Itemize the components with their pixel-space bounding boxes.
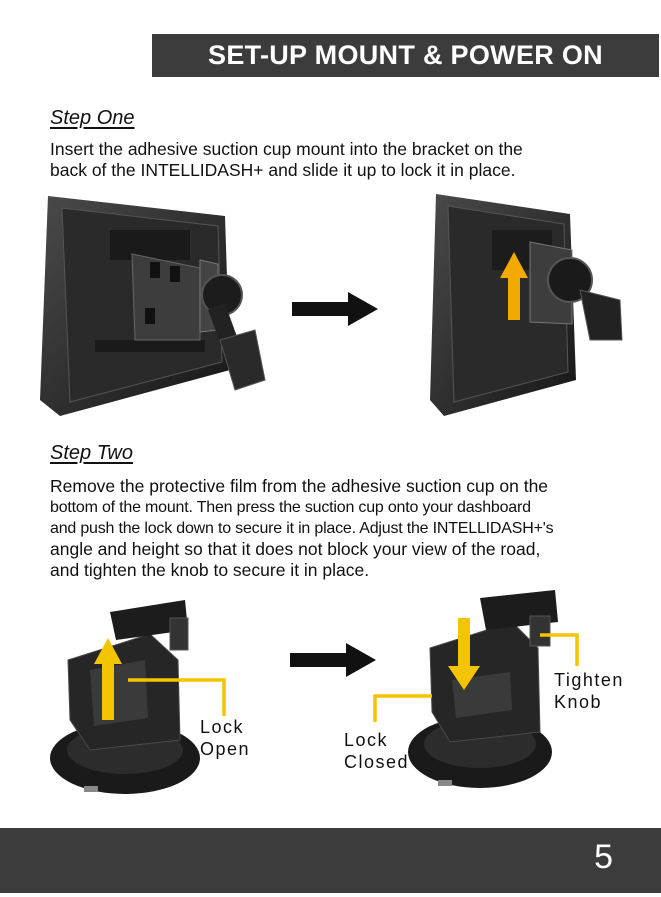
mount-lock-closed-image bbox=[408, 590, 558, 788]
step-two-line: and push the lock down to secure it in p… bbox=[50, 520, 554, 537]
right-arrow-icon bbox=[290, 643, 376, 677]
right-arrow-icon bbox=[292, 292, 378, 326]
mount-lock-open-image bbox=[50, 600, 200, 794]
step-two-line: Remove the protective film from the adhe… bbox=[50, 476, 549, 496]
step-two-text: Remove the protective film from the adhe… bbox=[50, 476, 554, 581]
callout-line: Closed bbox=[344, 752, 410, 772]
step-one-text: Insert the adhesive suction cup mount in… bbox=[50, 139, 523, 181]
lock-closed-callout-line bbox=[373, 694, 432, 722]
monitor-mounted-image bbox=[430, 194, 623, 416]
step-one-heading: Step One bbox=[50, 107, 135, 129]
callout-line: Open bbox=[200, 739, 251, 759]
lock-closed-label: Lock Closed bbox=[344, 729, 409, 773]
lock-open-label: Lock Open bbox=[200, 716, 250, 760]
step-two-line: and tighten the knob to secure it in pla… bbox=[50, 560, 370, 580]
tighten-knob-label: Tighten Knob bbox=[554, 669, 624, 713]
callout-line: Knob bbox=[554, 692, 603, 712]
lock-open-callout-line bbox=[128, 678, 226, 716]
callout-line: Lock bbox=[344, 730, 389, 750]
page-title: SET-UP MOUNT & POWER ON bbox=[152, 34, 659, 77]
step-one-line: Insert the adhesive suction cup mount in… bbox=[50, 139, 523, 159]
monitor-back-image bbox=[40, 196, 266, 416]
step-two-line: angle and height so that it does not blo… bbox=[50, 539, 541, 559]
callout-line: Lock bbox=[200, 717, 245, 737]
callout-line: Tighten bbox=[554, 670, 624, 690]
tighten-knob-callout-line bbox=[540, 633, 579, 666]
footer-bar: 5 bbox=[0, 828, 661, 893]
step-two-line: bottom of the mount. Then press the suct… bbox=[50, 499, 531, 516]
page-number: 5 bbox=[594, 838, 613, 876]
step-one-line: back of the INTELLIDASH+ and slide it up… bbox=[50, 160, 516, 180]
step-two-heading: Step Two bbox=[50, 442, 133, 464]
